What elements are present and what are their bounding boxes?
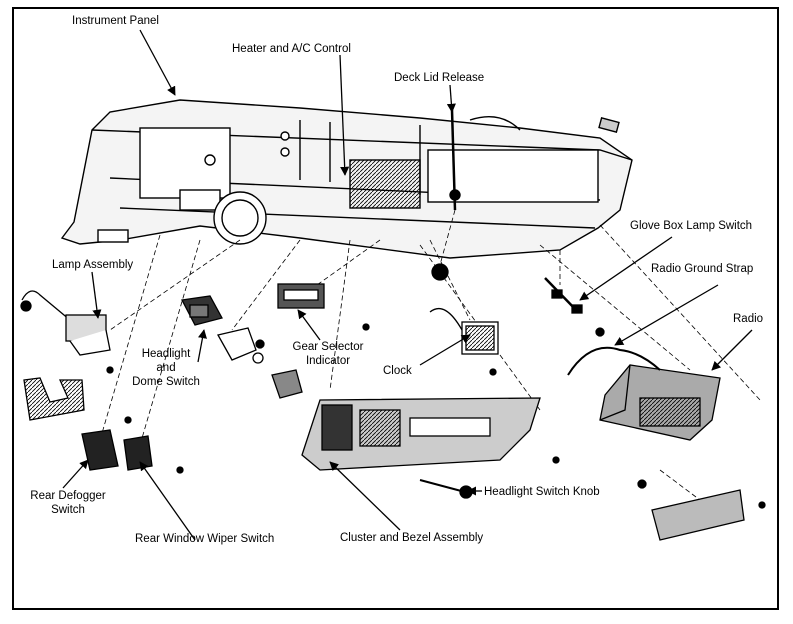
label-instrument-panel: Instrument Panel: [72, 15, 159, 27]
rear-switches: [81, 416, 184, 474]
instrument-panel: [60, 99, 633, 259]
label-gear-selector-line2: Indicator: [305, 355, 351, 367]
diagram-border: [12, 7, 779, 610]
label-gear-selector-indicator: Gear Selector Indicator: [286, 340, 370, 368]
callout-arrows: [62, 29, 753, 541]
label-glove-box-lamp-switch: Glove Box Lamp Switch: [630, 220, 753, 232]
label-headlight-line1: Headlight: [141, 348, 191, 360]
clock: [429, 263, 499, 376]
label-headlight-switch-knob: Headlight Switch Knob: [484, 486, 600, 498]
label-headlight-line3: Dome Switch: [132, 376, 200, 388]
label-clock: Clock: [383, 365, 412, 377]
label-deck-lid-release: Deck Lid Release: [394, 72, 485, 84]
label-rear-defogger-line2: Switch: [51, 504, 85, 516]
explode-lines: [99, 209, 761, 501]
gear-selector-indicator: [271, 283, 370, 399]
label-heater-ac-control: Heater and A/C Control: [232, 43, 351, 55]
label-radio: Radio: [733, 313, 764, 325]
glove-box-lamp-switch: [544, 277, 583, 314]
label-rear-defogger-line1: Rear Defogger: [30, 490, 106, 502]
headlight-dome-switch: [181, 295, 265, 364]
label-headlight-dome-switch: Headlight and Dome Switch: [128, 347, 204, 389]
label-headlight-line2: and: [156, 362, 176, 374]
label-rear-defogger-switch: Rear Defogger Switch: [24, 489, 112, 517]
radio: [567, 327, 766, 541]
lamp-assembly: [20, 290, 114, 421]
label-cluster-bezel-assembly: Cluster and Bezel Assembly: [340, 532, 484, 544]
label-radio-ground-strap: Radio Ground Strap: [651, 263, 754, 275]
label-rear-window-wiper-switch: Rear Window Wiper Switch: [135, 533, 275, 545]
label-gear-selector-line1: Gear Selector: [292, 341, 364, 353]
label-lamp-assembly: Lamp Assembly: [52, 259, 134, 271]
cluster-bezel-assembly: [301, 397, 560, 499]
